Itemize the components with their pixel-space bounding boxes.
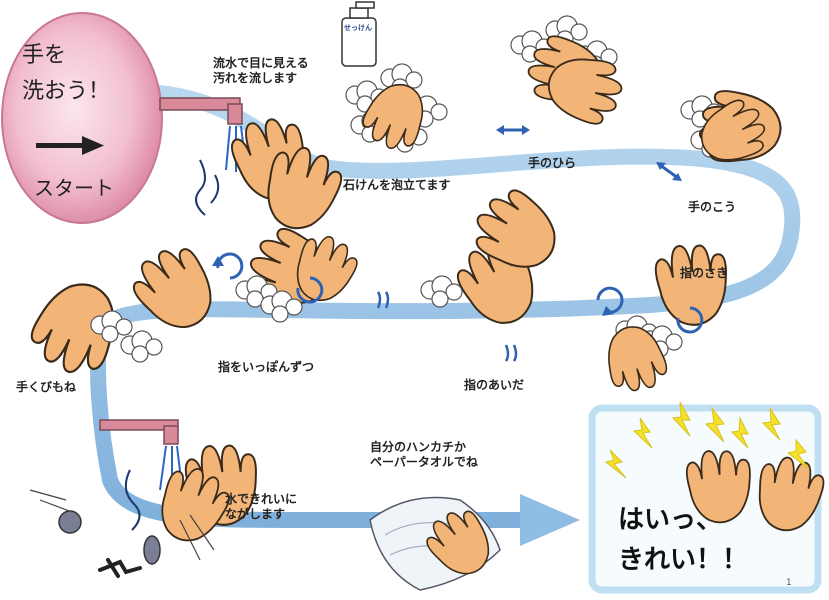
start-title-line1: 手を — [22, 43, 67, 68]
page-number: 1 — [786, 578, 792, 588]
rinse-off-hands — [124, 437, 266, 552]
soap-bottle-label: せっけん — [344, 24, 372, 32]
step-rinse-off-line1: 水できれいに — [225, 492, 298, 506]
lather-hands — [345, 63, 448, 157]
soap-bottle — [341, 1, 377, 67]
each-finger-rotate-arrows — [212, 252, 324, 304]
start-oval — [1, 12, 163, 224]
towel-drying — [369, 496, 504, 591]
start-label: スタート — [34, 176, 114, 200]
start-title-line2: 洗おう！ — [22, 79, 111, 104]
finish-line2: きれい！！ — [618, 545, 749, 575]
step-rinse-line2: 汚れを流します — [213, 71, 298, 85]
fingertips-hands — [596, 237, 736, 400]
start-arrow — [36, 136, 104, 155]
step-dry-line1: 自分のハンカチか — [370, 440, 467, 454]
rinse-hands — [195, 107, 348, 238]
step-backs-label: 手のこう — [688, 200, 737, 214]
step-wrists-label: 手くびもね — [16, 380, 77, 394]
step-each-finger-label: 指をいっぽんずつ — [218, 360, 315, 374]
palms-hands — [510, 15, 627, 129]
finish-message: はいっ、 きれい！！ — [618, 500, 748, 580]
finish-frame — [588, 404, 828, 594]
step-rinse-label: 流水で目に見える 汚れを流します — [213, 56, 309, 86]
step-fingertips-label: 指のさき — [680, 266, 729, 280]
flow-arrowhead — [520, 494, 580, 546]
faucet-top — [159, 97, 247, 172]
sparkles — [604, 401, 809, 479]
step-rinse-line1: 流水で目に見える — [213, 56, 309, 70]
fingertips-rotate-arrows — [596, 286, 704, 334]
germs — [29, 489, 215, 578]
backs-rub-arrow — [656, 162, 682, 181]
finish-line1: はいっ、 — [618, 505, 723, 535]
step-dry-line2: ペーパータオルでね — [370, 455, 478, 469]
step-between-label: 指のあいだ — [464, 378, 525, 392]
step-lather-label: 石けんを泡立てます — [343, 178, 451, 192]
palms-rub-arrow — [496, 125, 530, 135]
between-water-marks — [376, 291, 518, 362]
step-dry-label: 自分のハンカチか ペーパータオルでね — [370, 440, 478, 470]
step-palms-label: 手のひら — [528, 156, 577, 170]
step-rinse-off-line2: ながします — [225, 507, 286, 521]
step-rinse-off-label: 水できれいに ながします — [225, 492, 297, 522]
start-title: 手を 洗おう！ — [22, 38, 110, 110]
